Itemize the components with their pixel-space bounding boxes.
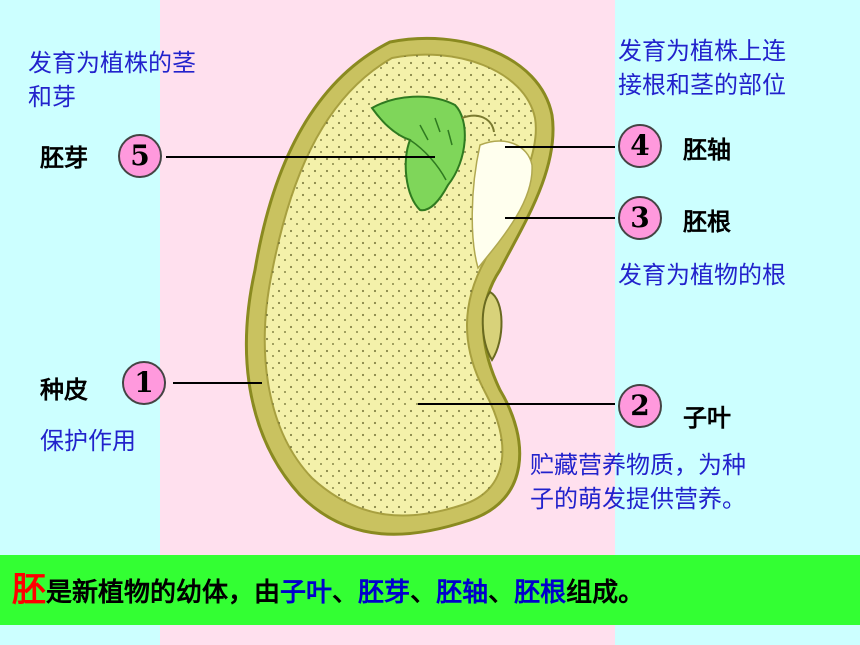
hypocotyl-function-line-1: 发育为植株上连 [618, 37, 786, 65]
radicle-label: 胚根 [683, 208, 731, 236]
cotyledon-function-line-2: 子的萌发提供营养。 [530, 485, 746, 513]
number-badge-1: 1 [122, 361, 166, 405]
hypocotyl-function-line-2: 接根和茎的部位 [618, 71, 786, 99]
plumule-leaf-shape [370, 95, 466, 212]
summary-sep-3: 、 [488, 578, 515, 608]
cotyledon-label: 子叶 [683, 404, 731, 432]
hilum-shape [481, 290, 503, 362]
plumule-function-line-2: 和芽 [28, 83, 76, 111]
plumule-function-line-1: 发育为植株的茎 [28, 49, 196, 77]
seed-coat-function: 保护作用 [40, 427, 136, 455]
summary-cotyledon: 子叶 [280, 578, 333, 608]
cotyledon-function-line-1: 贮藏营养物质，为种 [530, 451, 746, 479]
summary-sep-1: 、 [332, 578, 359, 608]
plumule-label: 胚芽 [40, 144, 88, 172]
number-badge-4: 4 [618, 124, 662, 168]
background-left-panel [0, 0, 160, 645]
background-right-panel [615, 0, 860, 645]
summary-plumule: 胚芽 [358, 578, 411, 608]
number-badge-2: 2 [618, 384, 662, 428]
summary-bar: 胚是新植物的幼体，由子叶、胚芽、胚轴、胚根组成。 [0, 555, 860, 625]
summary-sep-2: 、 [410, 578, 437, 608]
radicle-function: 发育为植物的根 [618, 261, 786, 289]
summary-embryo-word: 胚 [12, 570, 46, 610]
summary-radicle: 胚根 [514, 578, 567, 608]
number-badge-3: 3 [618, 196, 662, 240]
seed-coat-label: 种皮 [40, 376, 88, 404]
summary-hypocotyl: 胚轴 [436, 578, 489, 608]
hypocotyl-label: 胚轴 [683, 136, 731, 164]
summary-text-1: 是新植物的幼体，由 [46, 578, 281, 608]
summary-text-2: 组成。 [566, 578, 645, 608]
number-badge-5: 5 [118, 134, 162, 178]
